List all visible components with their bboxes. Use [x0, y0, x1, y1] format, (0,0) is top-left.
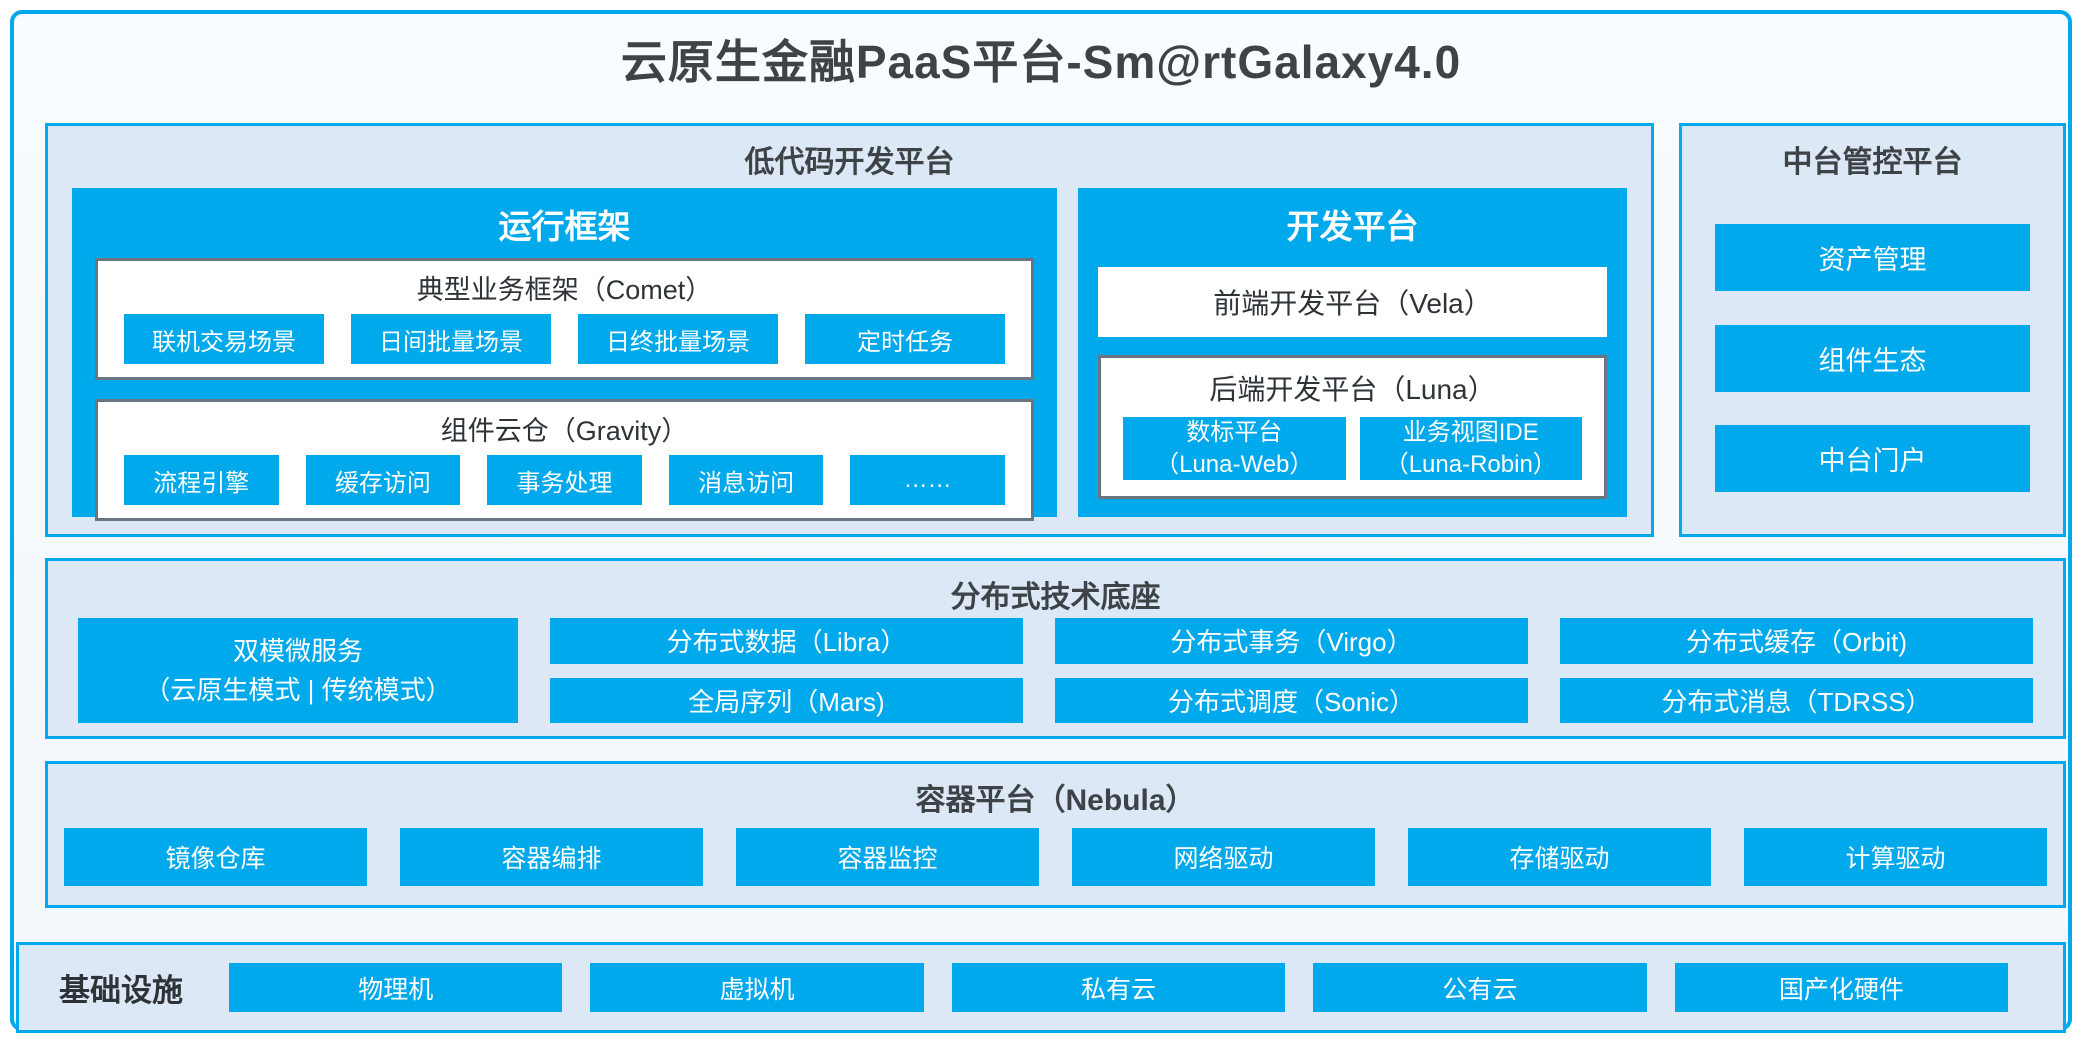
- lowcode-platform-panel: 低代码开发平台 运行框架 典型业务框架（Comet） 联机交易场景 日间批量场景…: [45, 123, 1654, 537]
- runtime-framework-title: 运行框架: [498, 208, 631, 245]
- infra-item-public-cloud: 公有云: [1313, 963, 1647, 1012]
- container-items-row: 镜像仓库 容器编排 容器监控 网络驱动 存储驱动 计算驱动: [64, 828, 2047, 886]
- gravity-item-more: ……: [850, 455, 1005, 505]
- container-item-image-registry: 镜像仓库: [64, 828, 367, 886]
- backend-platform-luna-title: 后端开发平台（Luna）: [1209, 374, 1496, 405]
- dual-mode-line2: （云原生模式 | 传统模式）: [144, 674, 452, 705]
- infra-item-private-cloud: 私有云: [951, 963, 1286, 1012]
- comet-item-scheduled-task: 定时任务: [805, 314, 1005, 364]
- gravity-warehouse-title: 组件云仓（Gravity）: [440, 416, 689, 446]
- dual-mode-microservice: 双模微服务 （云原生模式 | 传统模式）: [78, 618, 518, 723]
- comet-item-online-trading: 联机交易场景: [124, 314, 324, 364]
- infrastructure-panel: 基础设施 物理机 虚拟机 私有云 公有云 国产化硬件: [16, 942, 2066, 1033]
- distributed-transaction-virgo: 分布式事务（Virgo）: [1055, 618, 1528, 664]
- luna-web-line1: 数标平台: [1186, 419, 1283, 447]
- page-title: 云原生金融PaaS平台-Sm@rtGalaxy4.0: [620, 36, 1462, 88]
- distributed-content: 双模微服务 （云原生模式 | 传统模式） 分布式数据（Libra） 全局序列（M…: [78, 618, 2033, 723]
- distributed-col-1: 分布式数据（Libra） 全局序列（Mars): [550, 618, 1023, 723]
- infra-item-domestic-hardware: 国产化硬件: [1674, 963, 2009, 1012]
- backend-item-luna-web: 数标平台 （Luna-Web）: [1123, 417, 1346, 480]
- gravity-item-process-engine: 流程引擎: [124, 455, 279, 505]
- backend-platform-luna-box: 后端开发平台（Luna） 数标平台 （Luna-Web） 业务视图IDE （Lu…: [1098, 355, 1607, 499]
- distributed-cache-orbit: 分布式缓存（Orbit): [1560, 618, 2033, 664]
- comet-item-daytime-batch: 日间批量场景: [351, 314, 551, 364]
- distributed-scheduling-sonic: 分布式调度（Sonic）: [1055, 677, 1528, 723]
- comet-framework-title: 典型业务框架（Comet）: [416, 275, 713, 305]
- infra-item-virtual-machine: 虚拟机: [590, 963, 924, 1012]
- infrastructure-items-row: 物理机 虚拟机 私有云 公有云 国产化硬件: [229, 963, 2009, 1012]
- infra-item-physical-machine: 物理机: [229, 963, 563, 1012]
- luna-robin-line2: （Luna-Robin）: [1384, 450, 1557, 478]
- container-item-orchestration: 容器编排: [400, 828, 703, 886]
- container-platform-panel: 容器平台（Nebula） 镜像仓库 容器编排 容器监控 网络驱动 存储驱动 计算…: [45, 761, 2066, 908]
- midplatform-panel: 中台管控平台 资产管理 组件生态 中台门户: [1679, 123, 2066, 537]
- comet-item-eod-batch: 日终批量场景: [578, 314, 778, 364]
- container-item-network-driver: 网络驱动: [1072, 828, 1375, 886]
- distributed-data-libra: 分布式数据（Libra）: [550, 618, 1023, 664]
- distributed-col-2: 分布式事务（Virgo） 分布式调度（Sonic）: [1055, 618, 1528, 723]
- luna-robin-line1: 业务视图IDE: [1402, 419, 1539, 447]
- distributed-message-tdrss: 分布式消息（TDRSS）: [1560, 677, 2033, 723]
- midplatform-item-component-ecosystem: 组件生态: [1715, 324, 2030, 392]
- lowcode-platform-header: 低代码开发平台: [744, 146, 955, 179]
- backend-items-row: 数标平台 （Luna-Web） 业务视图IDE （Luna-Robin）: [1101, 417, 1604, 496]
- container-item-monitoring: 容器监控: [736, 828, 1039, 886]
- midplatform-item-asset-management: 资产管理: [1715, 224, 2030, 291]
- comet-framework-box: 典型业务框架（Comet） 联机交易场景 日间批量场景 日终批量场景 定时任务: [95, 258, 1034, 380]
- gravity-item-transaction: 事务处理: [487, 455, 642, 505]
- luna-web-line2: （Luna-Web）: [1155, 450, 1314, 478]
- gravity-item-message-access: 消息访问: [668, 455, 824, 505]
- backend-item-luna-robin: 业务视图IDE （Luna-Robin）: [1359, 417, 1582, 480]
- global-sequence-mars: 全局序列（Mars): [550, 677, 1023, 723]
- container-item-storage-driver: 存储驱动: [1408, 828, 1711, 886]
- distributed-col-3: 分布式缓存（Orbit) 分布式消息（TDRSS）: [1560, 618, 2033, 723]
- frontend-platform-vela: 前端开发平台（Vela）: [1098, 267, 1607, 337]
- gravity-warehouse-box: 组件云仓（Gravity） 流程引擎 缓存访问 事务处理 消息访问 ……: [95, 399, 1034, 521]
- infrastructure-label: 基础设施: [59, 973, 183, 1008]
- midplatform-item-portal: 中台门户: [1715, 425, 2030, 492]
- distributed-base-panel: 分布式技术底座 双模微服务 （云原生模式 | 传统模式） 分布式数据（Libra…: [45, 558, 2066, 739]
- dual-mode-line1: 双模微服务: [232, 635, 363, 666]
- container-platform-header: 容器平台（Nebula）: [915, 784, 1196, 817]
- distributed-base-header: 分布式技术底座: [950, 581, 1161, 614]
- midplatform-header: 中台管控平台: [1782, 146, 1963, 179]
- gravity-item-cache-access: 缓存访问: [305, 455, 461, 505]
- container-item-compute-driver: 计算驱动: [1744, 828, 2047, 886]
- gravity-items-row: 流程引擎 缓存访问 事务处理 消息访问 ……: [98, 453, 1031, 518]
- dev-platform-title: 开发平台: [1286, 208, 1419, 245]
- comet-items-row: 联机交易场景 日间批量场景 日终批量场景 定时任务: [98, 312, 1031, 377]
- dev-platform-box: 开发平台 前端开发平台（Vela） 后端开发平台（Luna） 数标平台 （Lun…: [1078, 188, 1627, 517]
- midplatform-items: 资产管理 组件生态 中台门户: [1715, 224, 2030, 492]
- runtime-framework-box: 运行框架 典型业务框架（Comet） 联机交易场景 日间批量场景 日终批量场景 …: [72, 188, 1057, 521]
- lowcode-content: 运行框架 典型业务框架（Comet） 联机交易场景 日间批量场景 日终批量场景 …: [72, 188, 1627, 521]
